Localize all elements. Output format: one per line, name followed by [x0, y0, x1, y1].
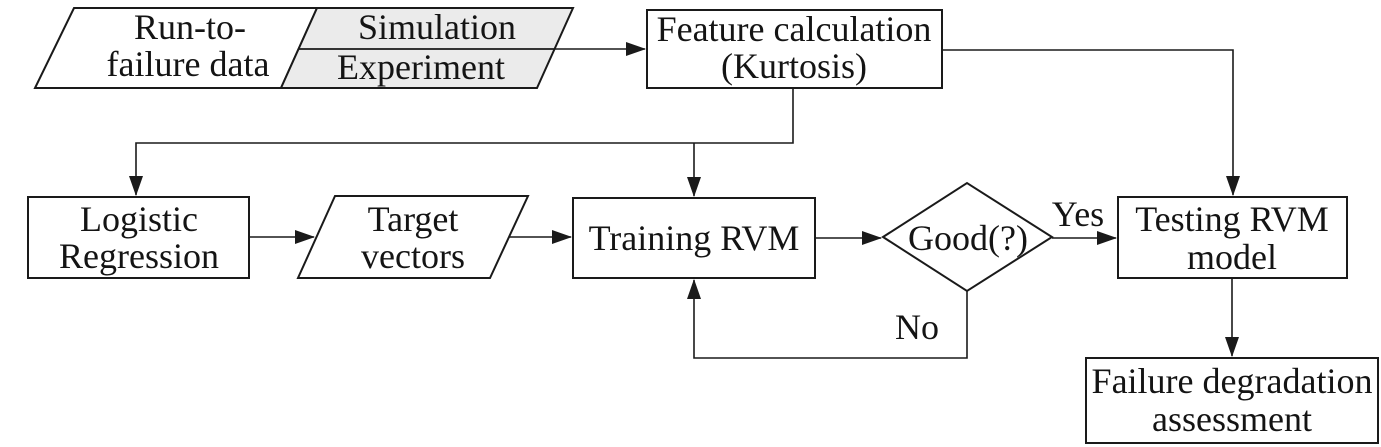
decision-diamond [881, 181, 1054, 293]
target-vectors-label-line2: vectors [361, 236, 465, 276]
logistic-regression-box [27, 196, 250, 279]
run-to-failure-label-line2: failure data [107, 44, 270, 84]
edge-feature-calculation-to-testing-rvm [942, 49, 1240, 196]
decision-label: Good(?) [908, 218, 1028, 258]
yes-label: Yes [1052, 194, 1104, 234]
logistic-regression-label-line1: Logistic [80, 199, 198, 239]
edge-feature-calculation-to-logistic-regression [129, 88, 794, 196]
logistic-regression-label-line2: Regression [59, 236, 219, 276]
testing-rvm-model-label-line2: model [1187, 237, 1277, 277]
target-vectors-parallelogram [296, 195, 530, 279]
experiment-label: Experiment [337, 47, 505, 87]
no-label: No [895, 307, 939, 347]
failure-degradation-label-line2: assessment [1152, 399, 1312, 439]
target-vectors-label-line1: Target [368, 199, 459, 239]
failure-degradation-box [1085, 357, 1379, 444]
training-rvm-label: Training RVM [589, 218, 800, 258]
feature-calculation-label-line2: (Kurtosis) [721, 46, 867, 86]
training-rvm-box [572, 197, 816, 279]
run-to-failure-label-line1: Run-to- [134, 7, 246, 47]
testing-rvm-model-box [1117, 196, 1348, 279]
testing-rvm-model-label-line1: Testing RVM [1135, 199, 1329, 239]
simulation-label: Simulation [358, 7, 516, 47]
failure-degradation-label-line1: Failure degradation [1092, 361, 1373, 401]
edge-decision-no-to-training-rvm [687, 279, 968, 359]
feature-calculation-box [646, 9, 943, 89]
simulation-experiment-parallelogram [279, 7, 575, 89]
feature-calculation-label-line1: Feature calculation [657, 9, 932, 49]
